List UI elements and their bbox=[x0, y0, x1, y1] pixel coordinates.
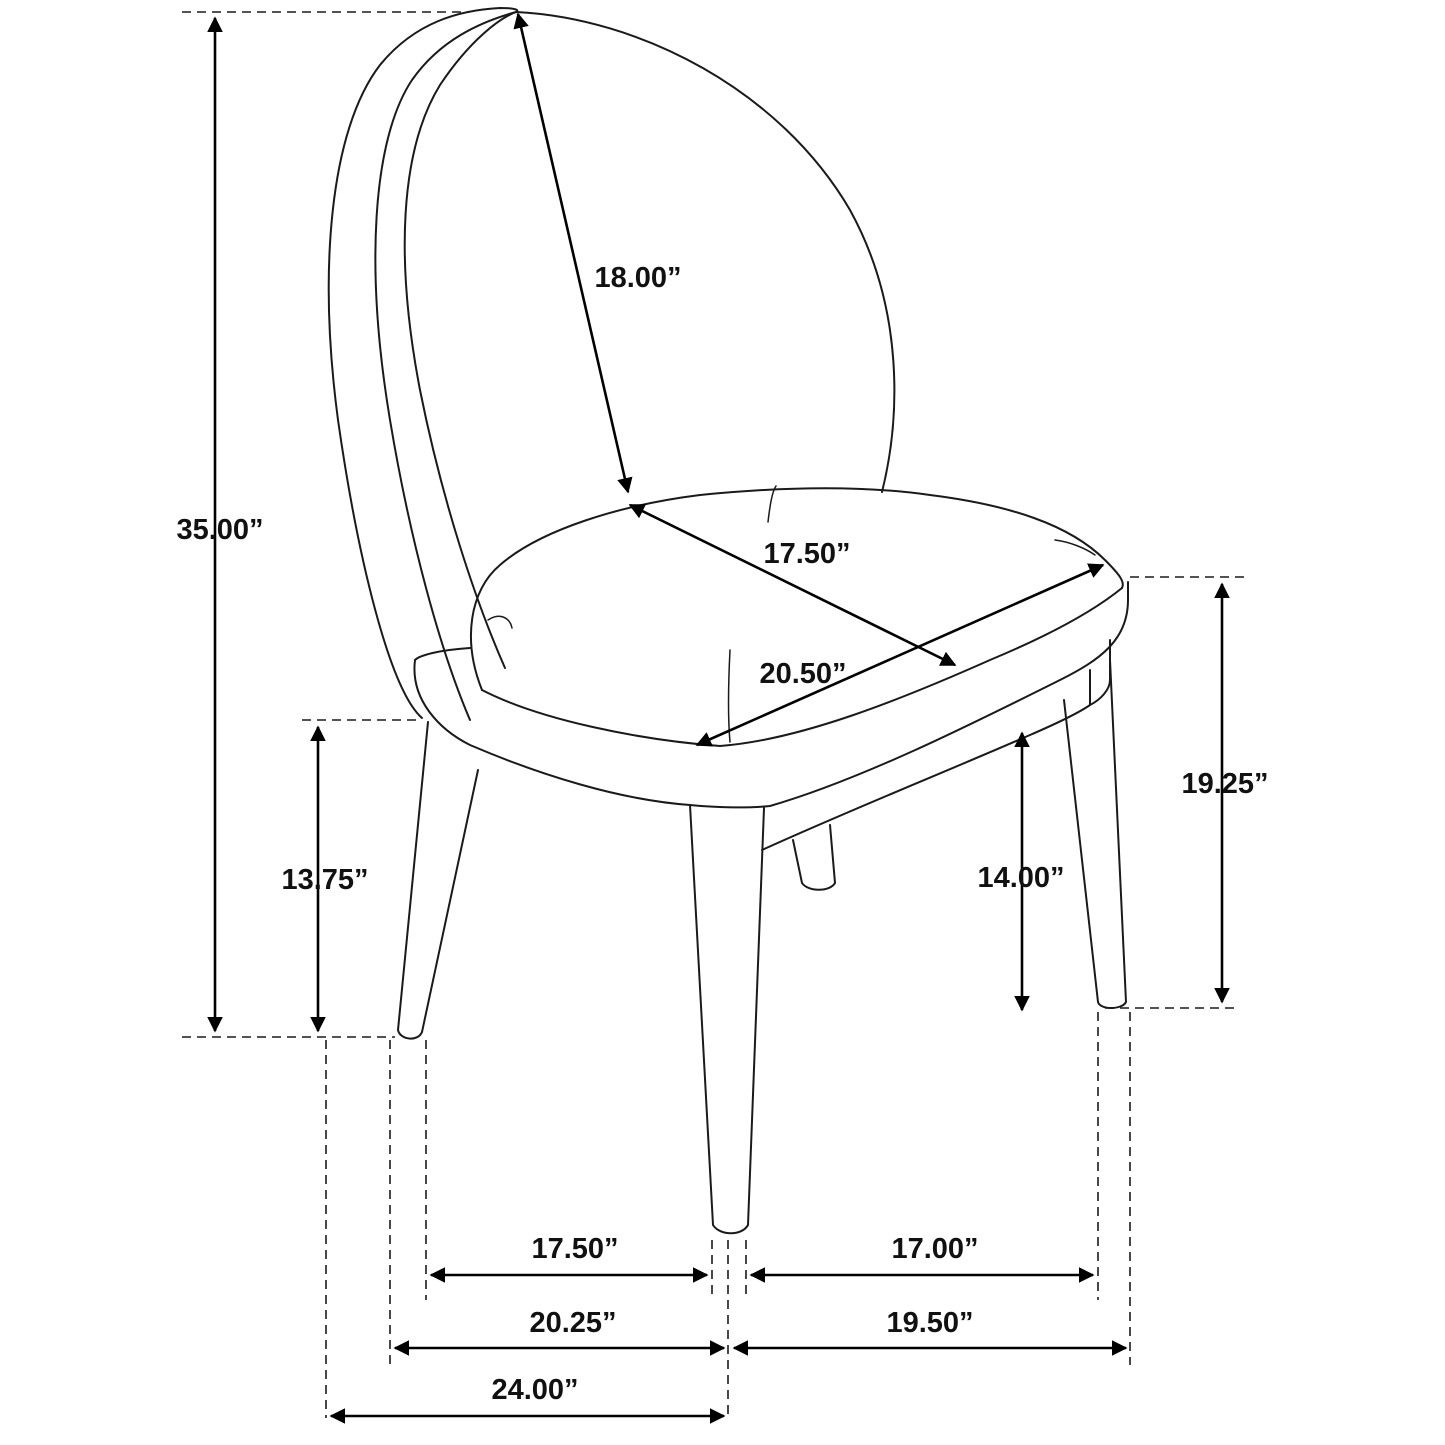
seat-width-label: 20.50” bbox=[759, 658, 846, 690]
extension-lines bbox=[182, 11, 1250, 1418]
seat-height-label: 19.25” bbox=[1181, 768, 1268, 800]
dimension-labels: 35.00” 18.00” 17.50” 20.50” 19.25” 14.00… bbox=[176, 262, 1268, 1406]
back-height-label: 18.00” bbox=[594, 262, 681, 294]
chair-seam-1 bbox=[767, 485, 777, 523]
front-leg-span-inner-label: 17.50” bbox=[531, 1233, 618, 1265]
chair-leg-back-left bbox=[792, 824, 836, 891]
side-leg-span-outer-label: 19.50” bbox=[886, 1307, 973, 1339]
seat-depth-label: 17.50” bbox=[763, 538, 850, 570]
chair-seat-rim-top bbox=[414, 647, 471, 661]
overall-depth-label: 24.00” bbox=[491, 1374, 578, 1406]
overall-height-label: 35.00” bbox=[176, 514, 263, 546]
chair-seat-skirt bbox=[761, 669, 1091, 851]
dimension-arrows bbox=[207, 12, 1230, 1424]
chair-seam-2 bbox=[727, 649, 731, 743]
chair-seam-4 bbox=[1054, 539, 1096, 556]
side-leg-span-inner-label: 17.00” bbox=[891, 1233, 978, 1265]
chair-drawing bbox=[327, 7, 1129, 1235]
chair-leg-front-right bbox=[689, 804, 765, 1235]
seat-depth-arrow bbox=[628, 503, 957, 667]
back-height-arrow bbox=[513, 12, 633, 494]
front-clearance-label: 13.75” bbox=[281, 864, 368, 896]
chair-seam-3 bbox=[487, 615, 513, 629]
chair-seat-top bbox=[470, 487, 1124, 691]
under-seat-clearance-label: 14.00” bbox=[977, 862, 1064, 894]
chair-leg-front-left bbox=[397, 721, 479, 1040]
chair-back-cushion bbox=[403, 11, 896, 669]
seat-width-arrow bbox=[695, 563, 1105, 747]
chair-back-shell-edge bbox=[374, 11, 517, 721]
front-leg-span-outer-label: 20.25” bbox=[529, 1307, 616, 1339]
chair-back-shell bbox=[327, 7, 519, 719]
chair-leg-back-right bbox=[1063, 659, 1127, 1009]
